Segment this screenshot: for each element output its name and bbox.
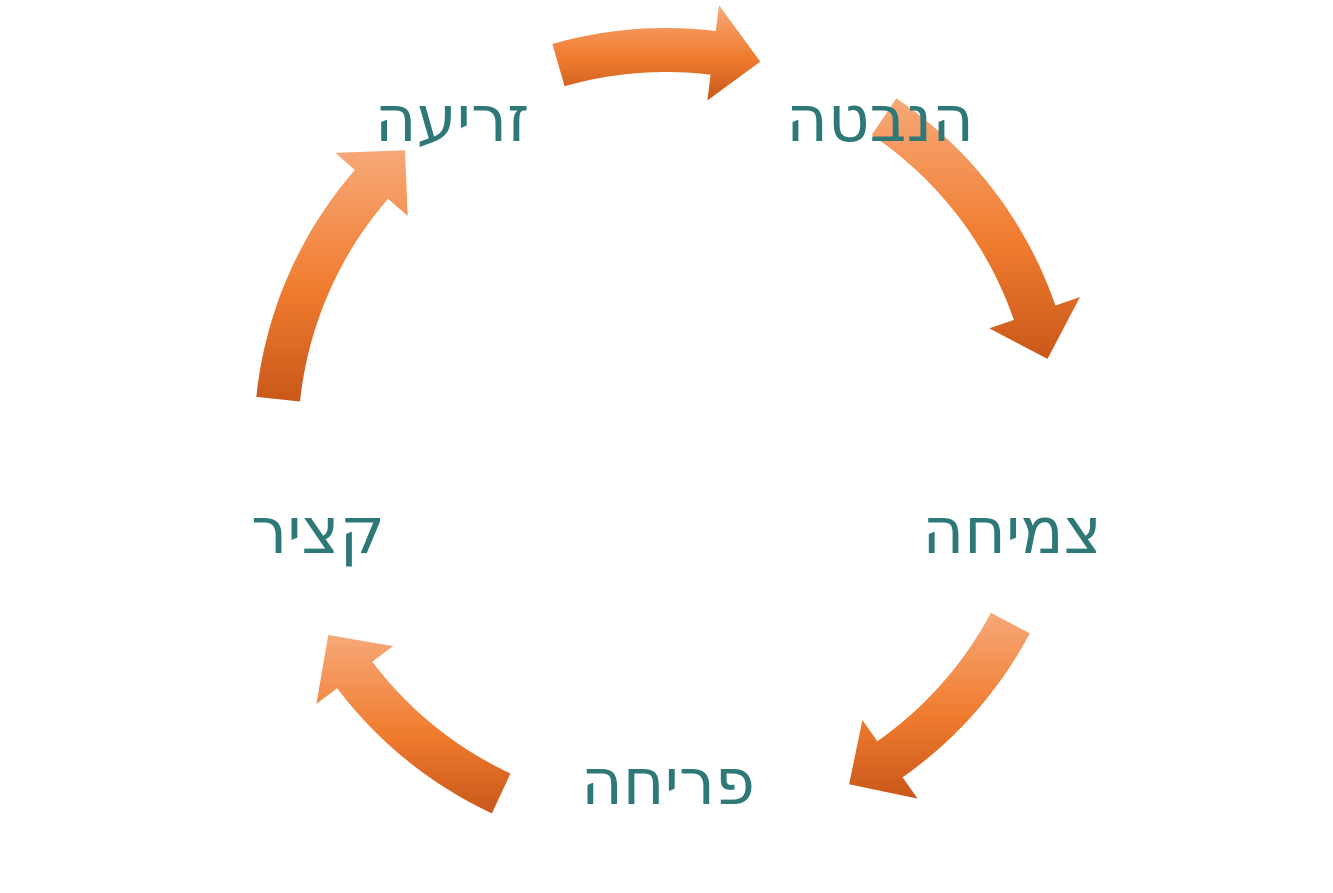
stage-label-sprouting: הנבטה <box>786 83 974 157</box>
arrow-harvest-to-sowing <box>256 150 408 402</box>
arrow-flowering-to-harvest <box>316 635 511 814</box>
stage-label-harvest: קציר <box>251 495 385 569</box>
arrow-sowing-to-sprouting <box>552 5 761 101</box>
stage-label-flowering: פריחה <box>580 746 756 820</box>
arrow-sprouting-to-growth <box>871 98 1080 359</box>
arrow-growth-to-flowering <box>849 612 1030 799</box>
stage-label-growth: צמיחה <box>922 495 1102 569</box>
stage-label-sowing: זריעה <box>374 83 530 157</box>
